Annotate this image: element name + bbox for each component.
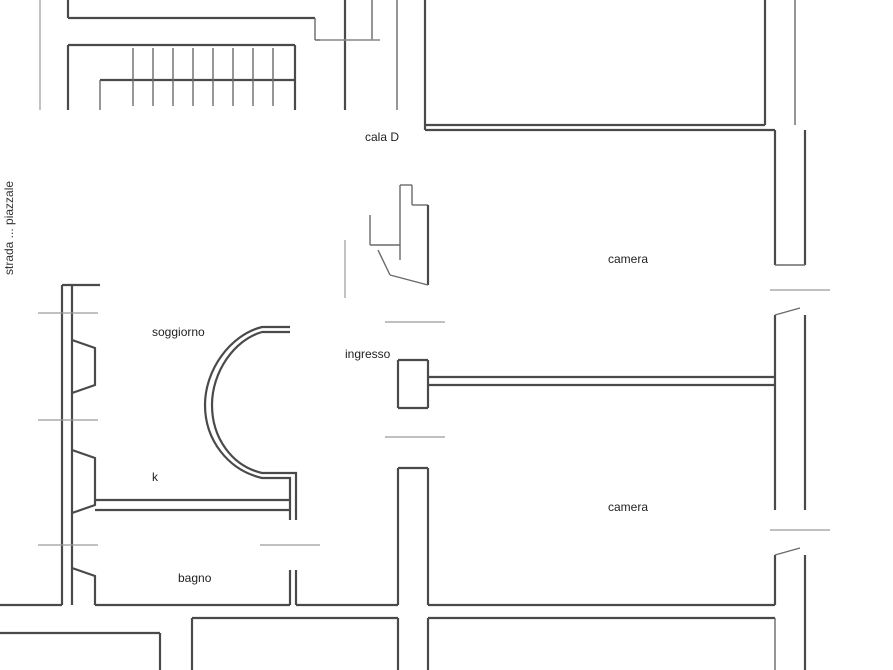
right-exterior-wall xyxy=(770,130,830,670)
side-street-label: strada ... piazzale xyxy=(2,180,16,275)
stair-steps xyxy=(132,48,274,106)
stairwell xyxy=(66,0,398,110)
room-label-bagno: bagno xyxy=(178,571,212,585)
bathroom-walls xyxy=(71,544,398,607)
upper-right-room-walls xyxy=(423,0,796,132)
central-walls xyxy=(344,184,775,605)
room-label-soggiorno: soggiorno xyxy=(152,325,205,339)
room-label-kitchen: k xyxy=(152,470,158,484)
room-label-stair: cala D xyxy=(365,130,400,144)
room-label-ingresso: ingresso xyxy=(345,347,391,361)
left-exterior-wall xyxy=(0,0,74,607)
living-room-walls xyxy=(38,283,298,546)
room-label-camera-lower: camera xyxy=(608,500,649,514)
room-label-camera-upper: camera xyxy=(608,252,649,266)
bottom-walls xyxy=(0,603,776,670)
